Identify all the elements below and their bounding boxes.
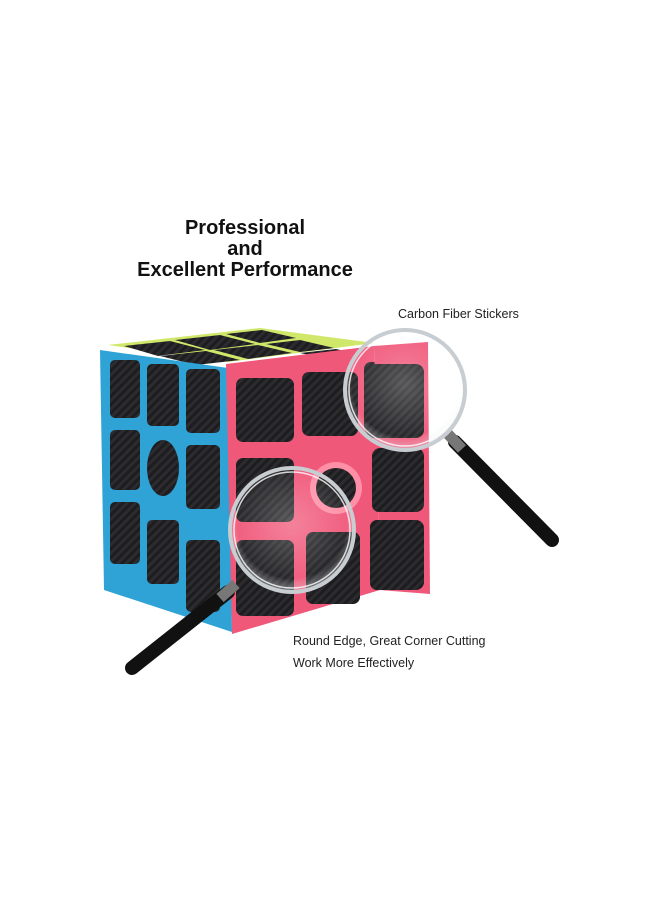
- caption-round-edge-line-1: Round Edge, Great Corner Cutting: [293, 634, 486, 648]
- caption-round-edge-line-2: Work More Effectively: [293, 656, 415, 670]
- magnifier-upper: [343, 328, 559, 547]
- magnifier-lower-lens: [228, 466, 356, 594]
- headline: Professional and Excellent Performance: [0, 218, 490, 281]
- caption-carbon-fiber-stickers: Carbon Fiber Stickers: [398, 307, 519, 321]
- cube-left-face: [100, 350, 232, 632]
- magnifier-lower: [125, 466, 356, 675]
- headline-line-1: Professional: [184, 217, 306, 239]
- magnifier-upper-handle: [448, 435, 559, 547]
- magnifier-upper-lens: [343, 328, 467, 452]
- caption-round-edge: Round Edge, Great Corner Cutting Work Mo…: [293, 630, 485, 674]
- headline-line-3: Excellent Performance: [137, 259, 353, 281]
- headline-line-2: and: [227, 238, 263, 260]
- magnifier-lower-handle: [125, 585, 235, 675]
